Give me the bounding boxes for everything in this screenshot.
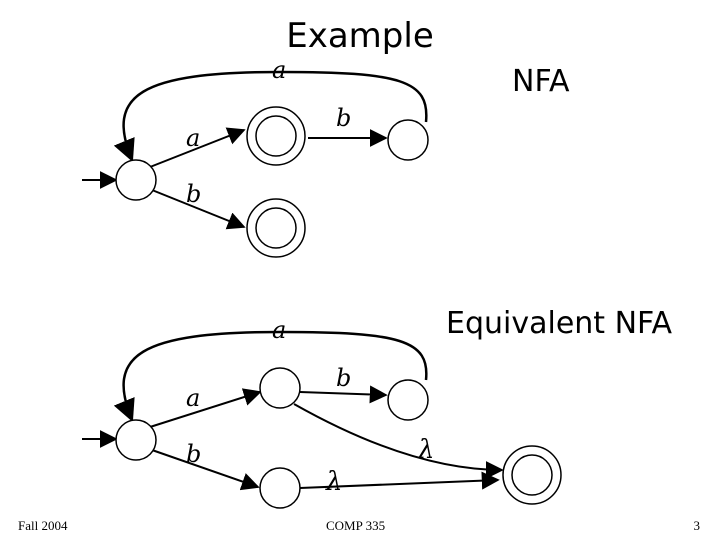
eq-edge-loop [113,330,428,423]
nfa-label-loop: a [272,56,286,84]
equivalent-nfa-label: Equivalent NFA [446,306,673,341]
eq-label-loop: a [272,316,286,344]
eq-label-to-upper: a [186,384,200,412]
nfa-state-upper-final-inner [255,115,297,157]
equivalent-nfa-diagram: a a b b λ λ [82,316,562,509]
eq-edge-lower-to-final [299,471,500,490]
eq-state-final-inner [511,454,553,496]
nfa-edge-loop [113,70,428,163]
nfa-state-right [387,119,429,161]
eq-edge-upper-to-final [293,403,504,479]
eq-label-to-lower: b [186,440,201,468]
nfa-label-to-upper: a [186,124,200,152]
slide-title: Example [286,16,434,56]
nfa-label-to-lower: b [186,180,201,208]
page-number: 3 [693,518,701,533]
nfa-diagram: a a b b [82,56,429,258]
eq-state-lower [259,467,301,509]
eq-state-start [115,419,157,461]
nfa-edge-start-to-lower [151,189,246,230]
eq-edge-start-to-upper [149,388,262,428]
eq-state-upper [259,367,301,409]
eq-edge-upper-to-right [299,385,388,404]
nfa-label-upper-to-right: b [336,104,351,132]
eq-label-upper-to-right: b [336,364,351,392]
footer-term: Fall 2004 [18,518,68,533]
footer-course: COMP 335 [326,518,386,533]
eq-edge-start-to-lower [151,449,260,491]
eq-label-upper-to-final: λ [417,435,434,465]
nfa-label: NFA [512,64,570,99]
eq-label-lower-to-final: λ [325,467,342,497]
nfa-state-start [115,159,157,201]
nfa-state-lower-final-inner [255,207,297,249]
eq-state-right [387,379,429,421]
nfa-edge-start-to-upper [149,127,246,168]
